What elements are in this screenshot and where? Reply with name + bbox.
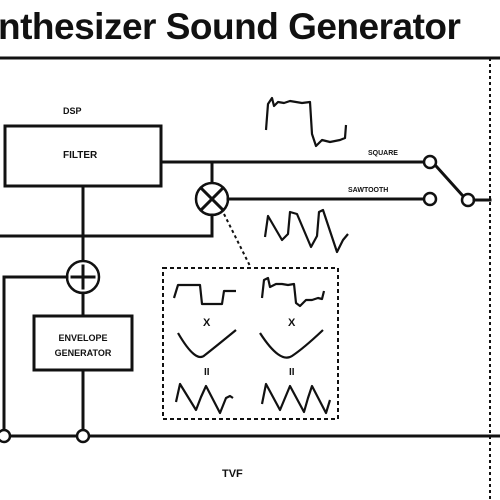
switch-common-contact <box>460 192 476 208</box>
switch-contact-sawtooth <box>422 191 438 207</box>
filter-label: FILTER <box>63 150 98 161</box>
detail-curve-left-icon <box>177 329 237 359</box>
envelope-label: ENVELOPE <box>58 333 107 343</box>
filter-block <box>3 124 163 188</box>
dsp-label: DSP <box>63 106 82 116</box>
bus-node-envelope <box>75 428 91 444</box>
detail-sawtooth-left-icon <box>174 382 234 415</box>
bus-node-left <box>0 428 12 444</box>
detail-box <box>162 267 339 420</box>
adder-left-wire <box>2 275 69 435</box>
tvf-label: TVF <box>222 468 243 480</box>
square-waveform-icon <box>264 96 348 148</box>
multiplier-feedback-wire <box>0 213 214 238</box>
diagram-title: nthesizer Sound Generator <box>0 6 461 47</box>
detail-leader-line <box>223 213 251 267</box>
detail-multiply-right: X <box>288 317 296 329</box>
sawtooth-label: SAWTOOTH <box>348 187 388 194</box>
envelope-generator-block <box>32 314 134 372</box>
multiplier-cross-b <box>198 185 226 213</box>
detail-multiply-left: X <box>203 317 211 329</box>
square-label: SQUARE <box>368 150 398 157</box>
detail-sawtooth-right-icon <box>260 382 332 415</box>
switch-arm <box>433 163 466 199</box>
switch-contact-square <box>422 154 438 170</box>
detail-equals-left: II <box>204 367 210 378</box>
detail-equals-right: II <box>289 367 295 378</box>
detail-square-output-icon <box>260 276 326 308</box>
sawtooth-waveform-icon <box>263 208 349 254</box>
detail-square-input-icon <box>172 283 236 306</box>
generator-label: GENERATOR <box>55 348 112 358</box>
detail-curve-right-icon <box>259 329 324 359</box>
